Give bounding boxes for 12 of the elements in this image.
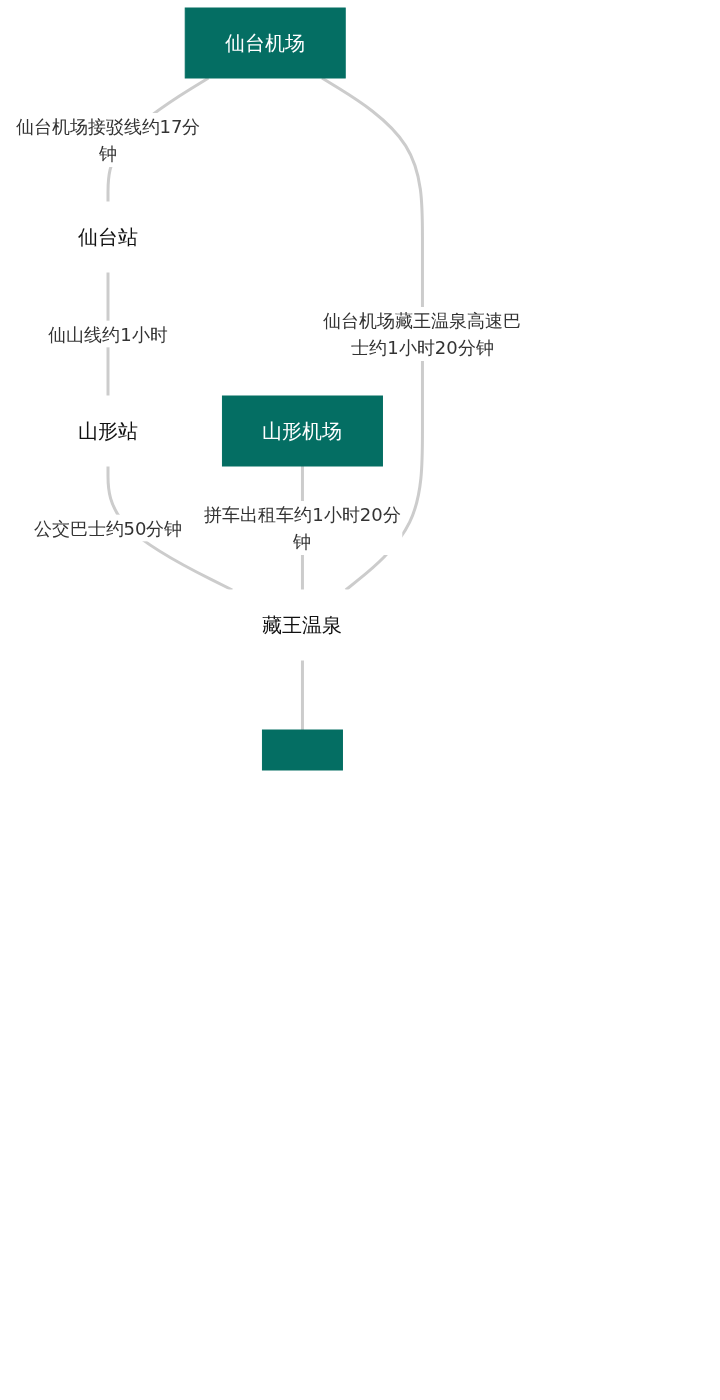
edge-label: 仙山线约1小时 bbox=[48, 323, 168, 345]
node-box bbox=[261, 729, 343, 771]
edge-label: 拼车出租车约1小时20分钟 bbox=[204, 504, 401, 552]
node-box: 仙台机场 bbox=[184, 7, 346, 79]
edge-label: 仙台机场藏王温泉高速巴士约1小时20分钟 bbox=[323, 310, 522, 358]
node-text: 藏王温泉 bbox=[262, 613, 343, 637]
node-box: 山形机场 bbox=[221, 395, 383, 467]
node-text: 仙台站 bbox=[78, 225, 138, 249]
connector bbox=[300, 660, 304, 730]
node-text: 山形站 bbox=[78, 419, 138, 443]
edge-label: 仙台机场接驳线约17分钟 bbox=[15, 116, 201, 164]
edge-label: 公交巴士约50分钟 bbox=[33, 517, 183, 539]
